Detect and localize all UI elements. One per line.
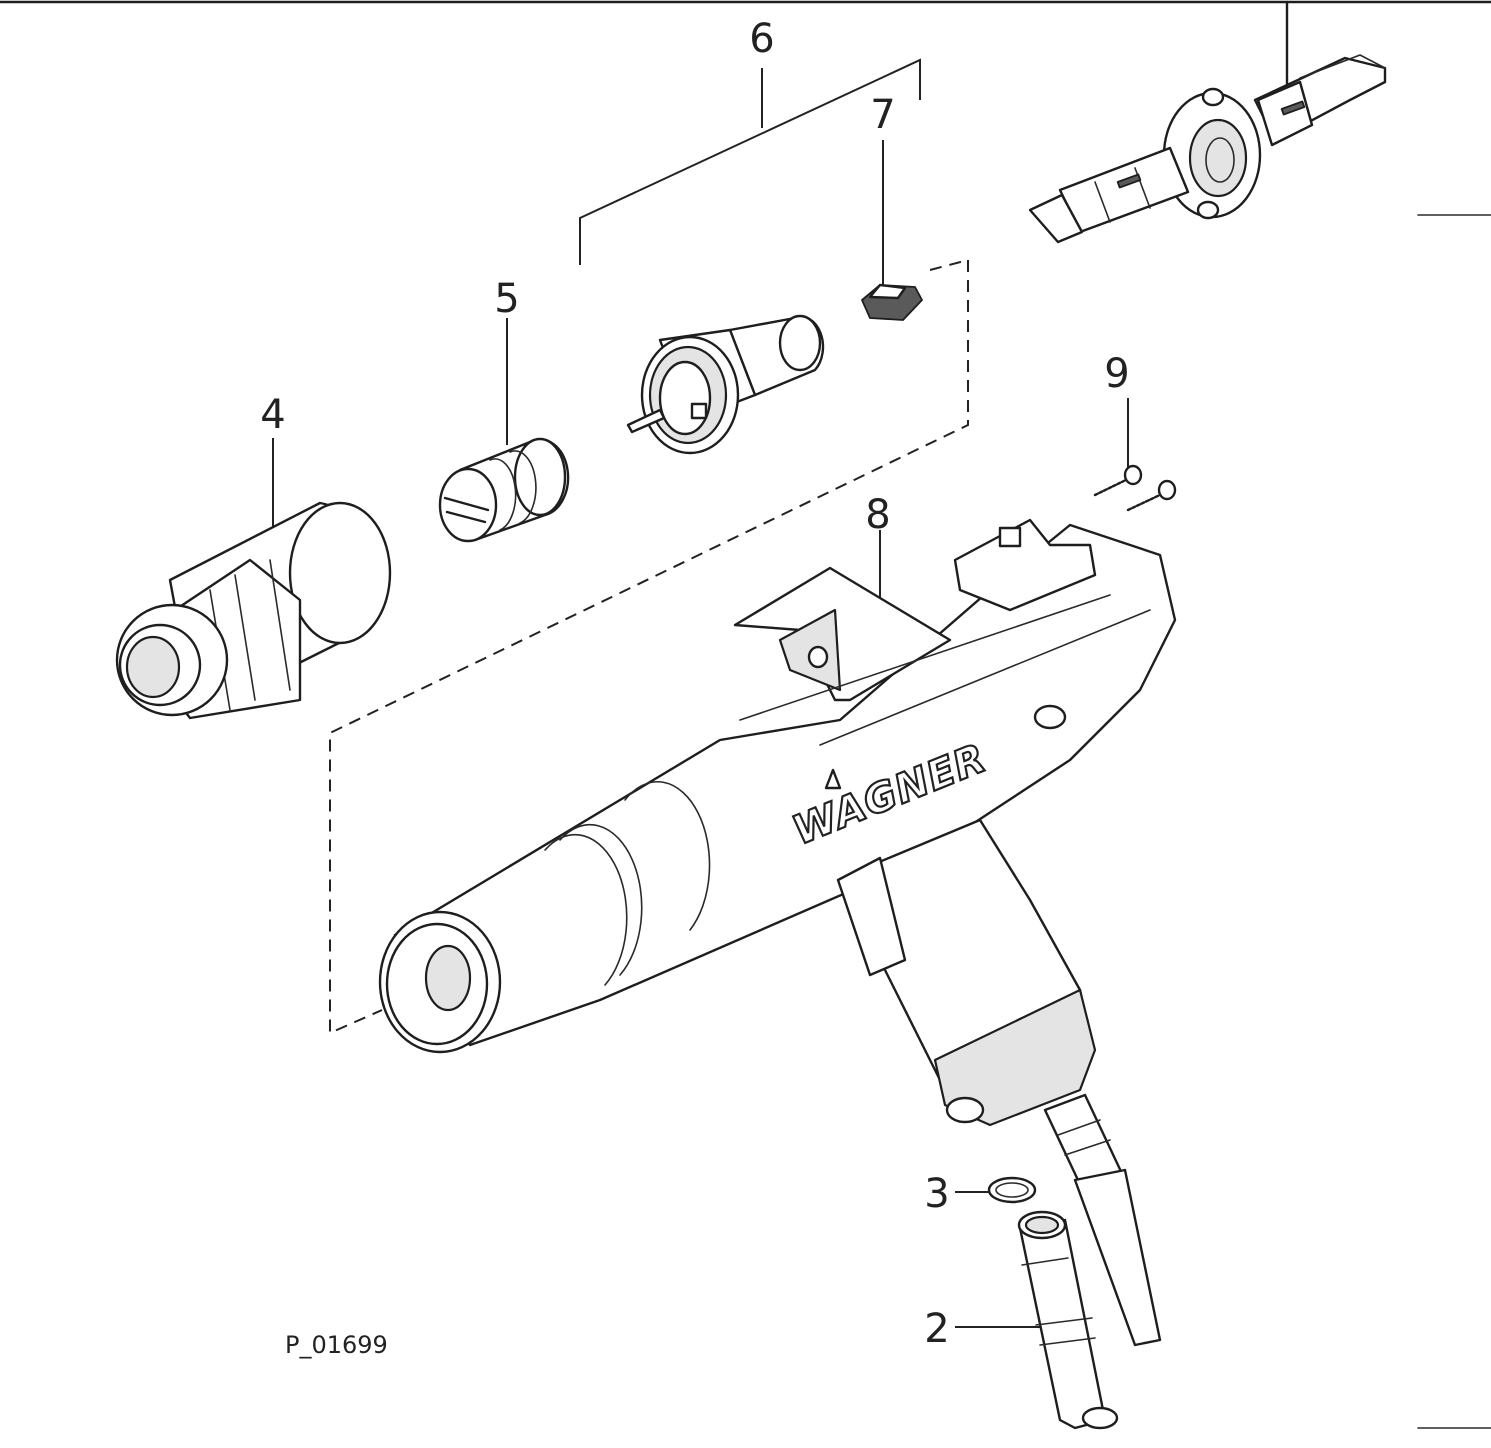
bracket-item-6	[579, 58, 921, 265]
part-label-7: 7	[870, 92, 895, 138]
part-6-nozzle-insert	[626, 314, 825, 455]
part-label-4: 4	[260, 392, 285, 438]
part-7-electrode	[861, 140, 923, 321]
holder-assembly	[1028, 0, 1387, 244]
part-5-nozzle	[438, 318, 570, 543]
cable	[1043, 1093, 1162, 1347]
part-label-9: 9	[1104, 351, 1129, 397]
part-label-6: 6	[749, 16, 774, 62]
part-label-2: 2	[924, 1306, 949, 1352]
part-2-connector	[955, 1210, 1119, 1430]
assembly-guide-dashed-top	[929, 259, 969, 271]
part-label-8: 8	[865, 492, 890, 538]
part-9-screws	[1093, 398, 1177, 512]
assembly-guide-dashed	[329, 260, 969, 1035]
part-3-o-ring	[955, 1176, 1037, 1204]
part-4-nozzle-cap	[115, 438, 392, 720]
part-label-5: 5	[494, 276, 519, 322]
figure-reference-code: P_01699	[285, 1331, 388, 1359]
part-8-gun-body: WAGNER	[378, 518, 1177, 1127]
part-label-3: 3	[924, 1171, 949, 1217]
